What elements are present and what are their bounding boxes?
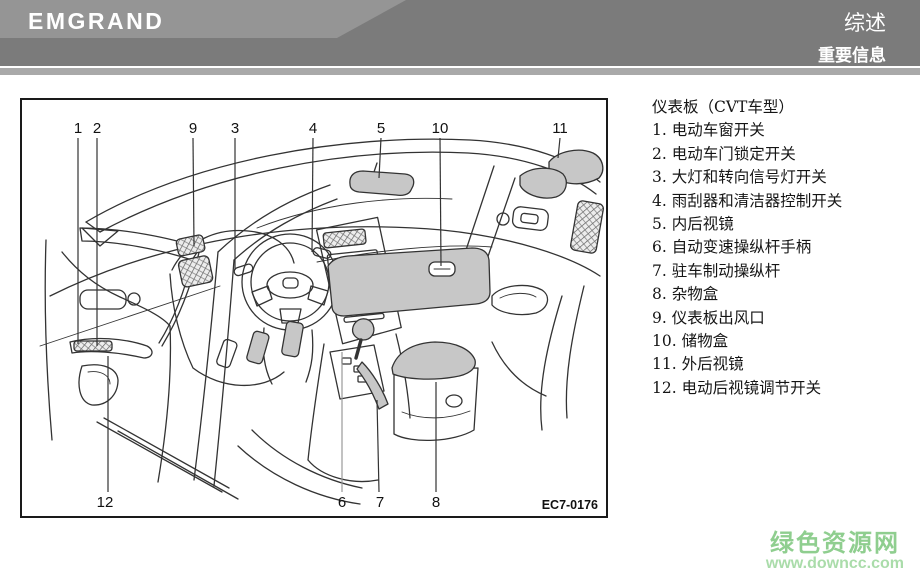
driver-door-panel <box>69 289 239 500</box>
callout-5: 5 <box>377 120 385 137</box>
dash-top-edge <box>49 226 601 297</box>
callout-1: 1 <box>74 120 82 137</box>
glove-box <box>316 245 493 317</box>
legend-item-11: 11. 外后视镜 <box>652 355 744 374</box>
callout-numbers: 1 2 9 3 4 5 10 11 12 6 7 8 <box>74 120 568 511</box>
header-logo-panel <box>0 0 406 38</box>
legend-item-7: 7. 驻车制动操纵杆 <box>652 261 781 280</box>
callout-3: 3 <box>231 120 239 137</box>
passenger-side-trim <box>491 200 605 431</box>
watermark-site-url: www.downcc.com <box>765 555 904 573</box>
car-interior-art <box>39 138 605 505</box>
legend-item-12: 12. 电动后视镜调节开关 <box>652 378 822 397</box>
callout-8: 8 <box>432 494 440 511</box>
figure-code: EC7-0176 <box>542 498 598 512</box>
section-title: 综述 <box>844 11 886 35</box>
armrest-box <box>391 341 479 442</box>
legend-item-6: 6. 自动变速操纵杆手柄 <box>652 238 812 257</box>
leader-lines <box>77 137 561 493</box>
callout-11: 11 <box>552 120 568 137</box>
watermark: 绿色资源网 www.downcc.com <box>766 531 904 573</box>
header-divider <box>0 68 920 75</box>
center-console <box>307 318 411 483</box>
callout-9: 9 <box>189 120 197 137</box>
legend-item-5: 5. 内后视镜 <box>652 215 734 234</box>
legend-item-3: 3. 大灯和转向信号灯开关 <box>652 168 827 187</box>
callout-7: 7 <box>376 494 384 511</box>
callout-6: 6 <box>338 494 346 511</box>
dashboard-diagram: 1 2 9 3 4 5 10 11 12 6 7 8 EC7-0176 <box>39 120 605 512</box>
callout-4: 4 <box>309 120 317 137</box>
legend-list: 仪表板（CVT车型） 1. 电动车窗开关 2. 电动车门锁定开关 3. 大灯和转… <box>652 96 912 400</box>
dashboard-figure: 1 2 9 3 4 5 10 11 12 6 7 8 EC7-0176 <box>20 98 608 518</box>
brand-logo: EMGRAND <box>28 8 165 34</box>
legend-item-10: 10. 储物盒 <box>652 332 729 351</box>
seat-lines <box>237 429 363 505</box>
steering-wheel <box>241 233 339 331</box>
legend-item-1: 1. 电动车窗开关 <box>652 121 765 140</box>
page-header: EMGRAND 综述 重要信息 <box>0 0 920 66</box>
steering-stalks <box>233 247 332 277</box>
legend-item-9: 9. 仪表板出风口 <box>652 308 765 327</box>
legend-title: 仪表板（CVT车型） <box>652 98 794 116</box>
callout-2: 2 <box>93 120 101 137</box>
rearview-mirror <box>349 162 415 196</box>
subsection-title: 重要信息 <box>818 46 886 65</box>
legend-item-8: 8. 杂物盒 <box>652 285 719 304</box>
legend-item-4: 4. 雨刮器和清洁器控制开关 <box>652 191 843 210</box>
callout-10: 10 <box>432 120 449 137</box>
exterior-mirror <box>519 149 604 199</box>
legend-item-2: 2. 电动车门锁定开关 <box>652 144 796 163</box>
callout-12: 12 <box>97 494 114 511</box>
instrument-cluster <box>169 229 295 387</box>
watermark-site-name: 绿色资源网 <box>769 530 900 558</box>
pedals <box>216 320 314 385</box>
